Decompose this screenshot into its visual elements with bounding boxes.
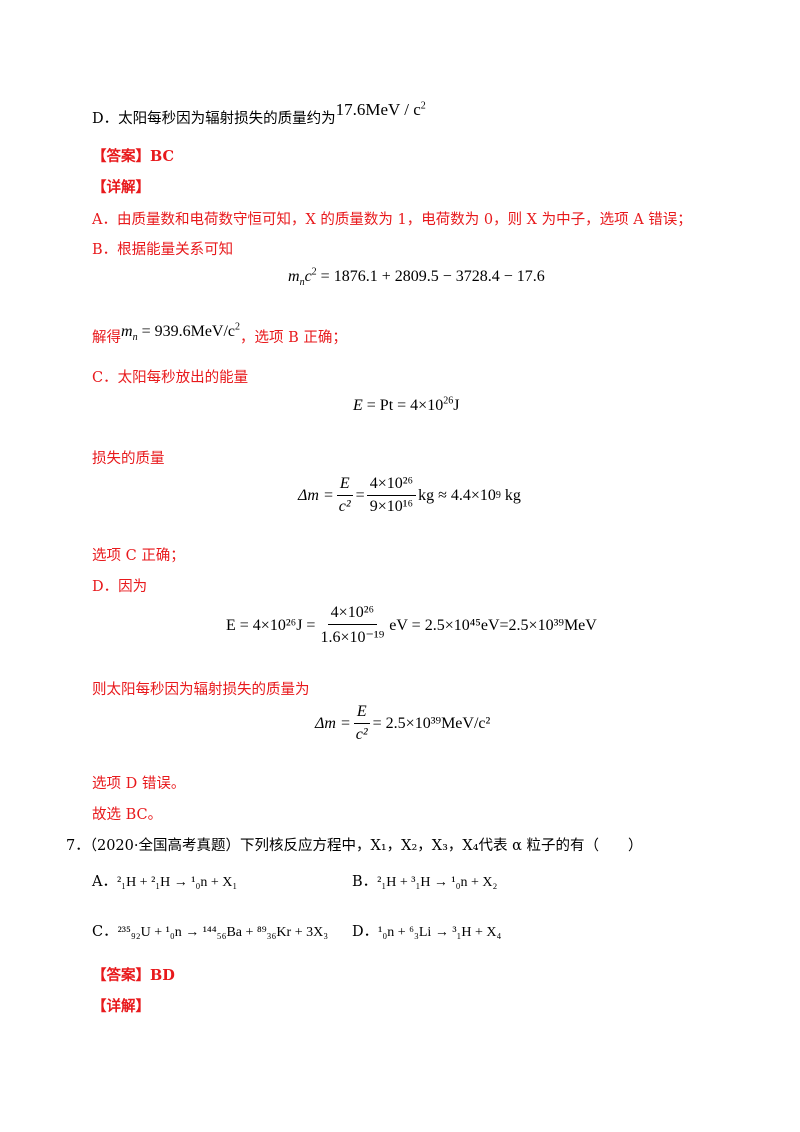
detail-1-heading: 【详解】 <box>92 179 150 196</box>
explanation-d: D．因为 <box>92 579 148 595</box>
question-7: 7．（2020·全国高考真题）下列核反应方程中，X₁，X₂，X₃，X₄代表 α … <box>66 838 643 854</box>
answer-2: 【答案】BD <box>92 967 175 984</box>
q7-option-b: B．²₁H + ³₁H → ¹₀n + X₂ <box>352 874 498 890</box>
choose-answer: 故选 BC。 <box>92 807 163 823</box>
explanation-c: C．太阳每秒放出的能量 <box>92 370 249 386</box>
d-mass-text: 则太阳每秒因为辐射损失的质量为 <box>92 682 310 698</box>
explanation-b: B．根据能量关系可知 <box>92 242 234 258</box>
detail-2-heading: 【详解】 <box>92 998 150 1015</box>
prev-option-d: D．太阳每秒因为辐射损失的质量约为17.6MeV / c2 <box>92 100 426 127</box>
solve-line: 解得mn = 939.6MeV/c2，选项 B 正确； <box>92 321 347 346</box>
q7-option-c: C．²³⁵₉₂U + ¹₀n → ¹⁴⁴₅₆Ba + ⁸⁹₃₆Kr + 3X₃ <box>92 924 329 940</box>
q7-option-d: D．¹₀n + ⁶₃Li → ³₁H + X₄ <box>352 924 502 940</box>
prev-option-d-value: 17.6MeV / c2 <box>335 100 426 119</box>
equation-energy-relation: mnc2 = 1876.1 + 2809.5 − 3728.4 − 17.6 <box>288 266 545 289</box>
equation-energy: E = Pt = 4×1026J <box>353 395 460 414</box>
c-correct: 选项 C 正确； <box>92 548 185 564</box>
d-wrong: 选项 D 错误。 <box>92 776 186 792</box>
explanation-a: A．由质量数和电荷数守恒可知，X 的质量数为 1，电荷数为 0，则 X 为中子，… <box>92 212 692 228</box>
answer-1: 【答案】BC <box>92 148 175 165</box>
q7-option-a: A．²₁H + ²₁H → ¹₀n + X₁ <box>92 874 238 890</box>
solve-equation: mn = 939.6MeV/c2 <box>121 321 241 344</box>
loss-label: 损失的质量 <box>92 451 165 467</box>
